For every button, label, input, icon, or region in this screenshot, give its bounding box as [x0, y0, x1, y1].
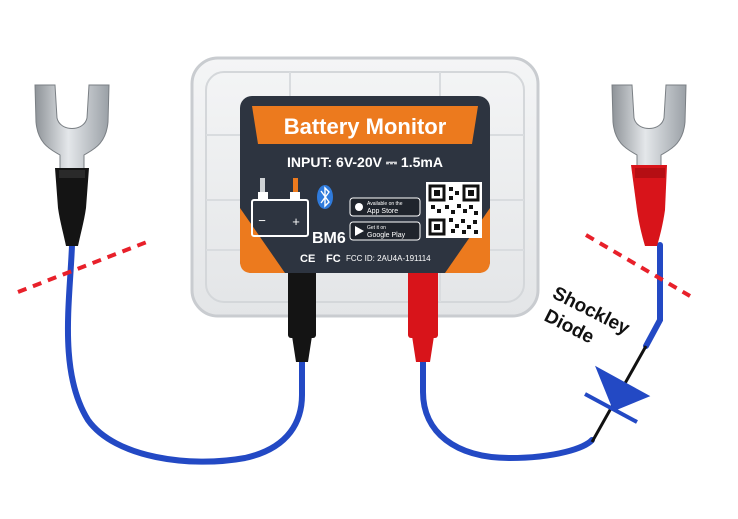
diode-triangle — [595, 365, 651, 412]
app-store-top: Available on the — [367, 201, 403, 207]
title-banner — [252, 106, 478, 144]
google-play-top: Get it on — [367, 225, 386, 231]
apple-icon — [355, 203, 363, 211]
bluetooth-icon — [317, 185, 333, 209]
input-spec: INPUT: 6V-20V ⎓ 1.5mA — [287, 154, 443, 170]
right-sleeve-ring — [635, 168, 665, 178]
left-ring-terminal — [34, 84, 110, 246]
left-cut-line — [17, 238, 153, 294]
right-red-sleeve — [631, 165, 667, 246]
black-clamp-tip — [292, 336, 312, 362]
left-sleeve-ring — [59, 170, 85, 178]
battery-icon: − + — [251, 178, 309, 237]
right-fork-terminal — [611, 84, 687, 169]
right-cut-line — [584, 233, 692, 298]
black-clamp-body — [288, 266, 316, 338]
right-blue-wire-lower — [420, 352, 595, 462]
google-play-badge: Get it on Google Play — [349, 221, 421, 241]
fcc-mark: FC — [326, 253, 341, 265]
left-fork-terminal — [34, 84, 110, 171]
blue-wires — [65, 242, 663, 465]
fcc-id: FCC ID: 2AU4A-191114 — [346, 254, 431, 263]
clamps — [288, 266, 438, 362]
battery-minus: − — [258, 213, 266, 228]
right-blue-wire-upper — [643, 242, 663, 349]
left-black-sleeve — [55, 168, 89, 246]
red-clamp-body — [408, 266, 438, 338]
shockley-diode-label: Shockley Diode — [541, 283, 633, 348]
red-clamp-tip — [412, 336, 434, 362]
cut-lines — [17, 233, 692, 298]
left-blue-wire — [65, 242, 305, 465]
model-name: BM6 — [312, 230, 346, 247]
diode-bar — [584, 392, 638, 424]
app-store-badge: Available on the App Store — [349, 197, 421, 217]
battery-plus: + — [292, 214, 300, 229]
google-play-main: Google Play — [367, 232, 406, 239]
diode-symbol-icon — [584, 345, 651, 443]
ce-mark: CE — [300, 253, 315, 265]
label-title: Battery Monitor — [284, 114, 447, 139]
right-ring-terminal — [611, 84, 687, 246]
qr-code-icon — [426, 182, 482, 238]
app-store-main: App Store — [367, 208, 398, 215]
google-play-icon — [355, 226, 364, 236]
product-label: Battery Monitor INPUT: 6V-20V ⎓ 1.5mA − … — [240, 96, 490, 273]
